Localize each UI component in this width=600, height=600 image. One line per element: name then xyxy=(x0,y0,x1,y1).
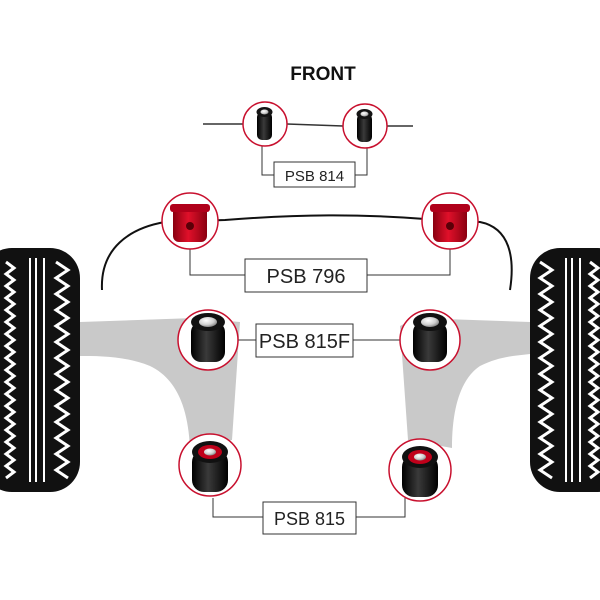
label-psb-796-text: PSB 796 xyxy=(267,266,346,288)
label-psb-814-text: PSB 814 xyxy=(285,168,344,185)
bush-815-left xyxy=(178,433,242,497)
label-psb-815-text: PSB 815 xyxy=(274,509,345,529)
bush-815f-left xyxy=(177,309,239,371)
label-psb-815f: PSB 815F xyxy=(255,323,354,358)
leader-lines xyxy=(189,145,451,518)
right-tyre xyxy=(530,248,600,492)
label-psb-814: PSB 814 xyxy=(273,161,356,188)
bush-814-left xyxy=(242,101,288,147)
front-heading: FRONT xyxy=(290,64,356,85)
bush-796-left xyxy=(161,192,219,250)
bush-815f-right xyxy=(399,309,461,371)
label-psb-815: PSB 815 xyxy=(262,501,357,535)
bush-815-right xyxy=(388,438,452,502)
left-tyre xyxy=(0,248,80,492)
label-psb-796: PSB 796 xyxy=(244,258,368,293)
bush-814-right xyxy=(342,103,388,149)
front-link xyxy=(203,123,413,127)
bush-796-right xyxy=(421,192,479,250)
anti-roll-bar xyxy=(100,214,513,291)
label-psb-815f-text: PSB 815F xyxy=(259,331,350,353)
